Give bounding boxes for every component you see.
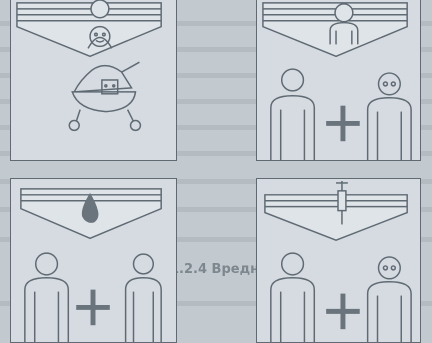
plus-sign-icon [326, 294, 360, 330]
lead-arrow-icon [265, 195, 407, 240]
person-icon [271, 253, 314, 342]
person-to-person-illustration [257, 0, 420, 160]
baby-pram-icon [69, 62, 140, 130]
person-icon [368, 73, 411, 160]
person-icon [25, 253, 68, 342]
panel-person-to-person [256, 0, 421, 161]
injection-transmission-illustration [257, 179, 420, 342]
liquid-transmission-illustration [11, 179, 176, 342]
lead-arrow-icon [17, 3, 161, 56]
person-icon [271, 69, 314, 160]
plus-sign-icon [76, 290, 110, 326]
person-icon [368, 257, 411, 342]
panel-injection-transmission [256, 178, 421, 343]
infant-transmission-illustration [11, 0, 176, 160]
plus-sign-icon [326, 106, 360, 142]
person-icon [126, 254, 162, 342]
panel-infant-transmission [10, 0, 177, 161]
panel-liquid-transmission [10, 178, 177, 343]
